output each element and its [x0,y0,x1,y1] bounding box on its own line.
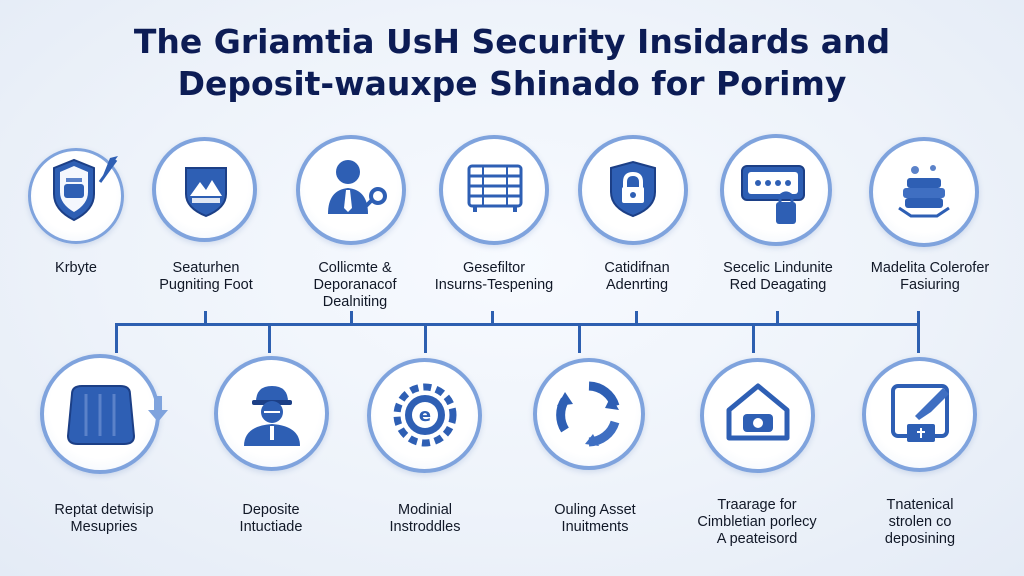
connector-horizontal-line [115,323,920,326]
node-label-bottom-4: Ouling Asset Inuitments [554,502,636,535]
padlock-shield-icon [610,160,656,218]
recycle-arrows-icon [556,381,620,447]
money-bag-icon [66,385,168,445]
node-label-bottom-2: Deposite Intuctiade [239,502,303,535]
connector-tick [635,311,638,323]
node-top-2 [152,137,257,242]
page-title-line-1: The Griamtia UsH Security Insidards and [133,22,891,61]
node-label-top-2: Seaturhen Pugniting Foot [159,260,253,293]
person-helmet-icon [244,386,300,446]
connector-drop [424,323,427,353]
connector-tick [350,311,353,323]
coins-stack-icon [898,165,950,218]
connector-drop [268,323,271,353]
person-key-icon [328,160,387,214]
node-label-top-3: Collicmte & Deporanacof Dealniting [313,260,397,310]
connector-tick [491,311,494,323]
house-safe-icon [726,383,790,441]
node-label-top-7: Madelita Colerofer Fasiuring [870,260,990,293]
connector-tick [917,311,920,323]
node-label-bottom-5: Traarage for Cimbletian porlecy A peatei… [697,497,817,547]
node-bottom-4 [533,358,645,470]
connector-drop [578,323,581,353]
shield-badge-icon [53,156,118,222]
node-label-top-6: Secelic Lindunite Red Deagating [723,260,833,293]
node-label-bottom-3: Modinial Instroddles [389,502,461,535]
node-label-bottom-6: Tnatenical strolen co deposining [884,497,956,547]
node-label-top-4: Gesefiltor Insurns-Tespening [434,260,554,293]
node-label-top-5: Catidifnan Adenrting [604,260,670,293]
node-label-bottom-1: Reptat detwisip Mesupries [54,502,154,535]
connector-drop [917,323,920,353]
connector-drop [752,323,755,353]
euro-gear-icon: e [393,383,457,447]
svg-text:e: e [419,405,431,426]
connector-tick [204,311,207,323]
mountain-shield-icon [185,167,227,218]
page-title-line-2: Deposit-wauxpe Shinado for Porimy [177,64,847,103]
vault-grid-icon [467,164,523,212]
tablet-check-icon [891,384,949,442]
connector-tick [776,311,779,323]
node-top-7 [869,137,979,247]
password-card-icon [741,165,805,224]
node-label-top-1: Krbyte [55,260,97,276]
connector-drop [115,323,118,353]
